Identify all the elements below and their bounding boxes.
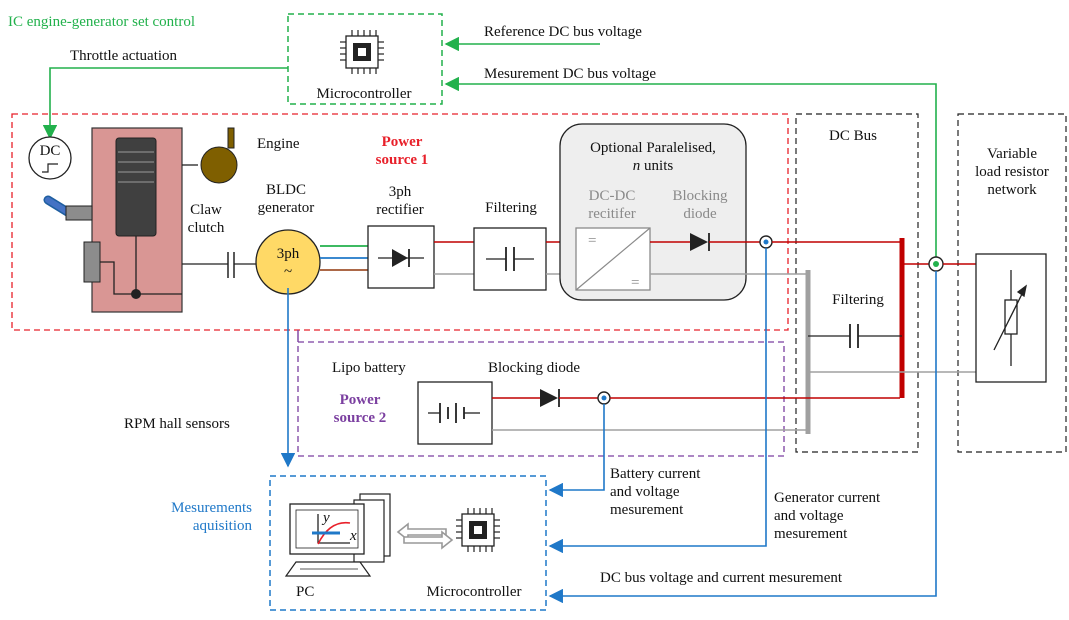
- ic-control-box: [287, 13, 443, 105]
- dcdc-eq-bottom: =: [631, 275, 639, 291]
- measurement-box: [269, 475, 547, 611]
- rpm-label: RPM hall sensors: [124, 416, 230, 432]
- optional-line2: n units: [633, 158, 674, 174]
- battery-meas-line2: and voltage: [610, 484, 680, 500]
- power-source-1-box: [11, 113, 789, 331]
- dcbus-meas-arrow: [548, 271, 937, 604]
- claw-line2: clutch: [188, 220, 225, 236]
- dc-bus-box: [795, 113, 919, 453]
- current-sensor-icon: [759, 235, 773, 249]
- pc-label: PC: [296, 584, 314, 600]
- blocking-line2: diode: [683, 206, 717, 222]
- dc-motor: [28, 136, 72, 180]
- power-source-1-line1: Power: [382, 134, 423, 150]
- power-source-2-box: [297, 341, 785, 457]
- optional-line1: Optional Paralelised,: [590, 140, 716, 156]
- battery-meas-arrow: [548, 404, 605, 498]
- engine-label: Engine: [257, 136, 300, 152]
- throttle-label: Throttle actuation: [70, 48, 178, 64]
- claw-clutch: [227, 252, 235, 278]
- measurement-dc-arrow: [444, 76, 937, 262]
- dc-bus-meas-label: DC bus voltage and current mesurement: [600, 570, 843, 586]
- axis-y-label: y: [321, 510, 330, 526]
- microcontroller-chip-icon: [340, 30, 384, 74]
- rectifier-line1: 3ph: [389, 184, 412, 200]
- blocking-diode-2-icon: [540, 389, 560, 407]
- cylinder: [115, 137, 157, 237]
- variable-resistor-icon: [993, 270, 1027, 366]
- variable-load-line3: network: [987, 182, 1037, 198]
- blocking-diode-2-label: Blocking diode: [488, 360, 580, 376]
- variable-load-line1: Variable: [987, 146, 1037, 162]
- dcdc-line1: DC-DC: [589, 188, 636, 204]
- power-source-1-line2: source 1: [376, 152, 429, 168]
- engine-cap: [200, 146, 238, 184]
- capacitor-icon: [486, 247, 534, 271]
- data-exchange-arrows: [396, 522, 454, 550]
- dcdc-eq-top: =: [588, 233, 596, 249]
- bldc-line2: generator: [258, 200, 315, 216]
- bldc-line1: BLDC: [266, 182, 306, 198]
- filtering-2-label: Filtering: [832, 292, 884, 308]
- diode-icon: [378, 249, 424, 267]
- claw-line1: Claw: [190, 202, 222, 218]
- gen-3ph-label: 3ph: [277, 246, 300, 262]
- gen-meas-line3: mesurement: [774, 526, 848, 542]
- battery-meas-line3: mesurement: [610, 502, 684, 518]
- optional-units: units: [640, 158, 673, 174]
- blocking-line1: Blocking: [673, 188, 728, 204]
- ic-control-label: IC engine-generator set control: [8, 14, 195, 30]
- gen-meas-arrow: [548, 248, 767, 554]
- gen-meas-line1: Generator current: [774, 490, 881, 506]
- reference-dc-label: Reference DC bus voltage: [484, 24, 642, 40]
- variable-load-line2: load resistor: [975, 164, 1049, 180]
- throttle-arrow: [42, 67, 288, 140]
- meas-acq-line1: Mesurements: [171, 500, 252, 516]
- dc-bus-label: DC Bus: [829, 128, 877, 144]
- filtering-1-label: Filtering: [485, 200, 537, 216]
- rectifier-line2: rectifier: [376, 202, 423, 218]
- microcontroller-bottom-label: Microcontroller: [427, 584, 522, 600]
- measurement-dc-label: Mesurement DC bus voltage: [484, 66, 656, 82]
- axis-x-label: x: [349, 528, 357, 544]
- power-source-2-line1: Power: [340, 392, 381, 408]
- gen-tilde-label: ~: [284, 264, 292, 280]
- optional-n: n: [633, 158, 641, 174]
- variable-load-box: [957, 113, 1067, 453]
- lipo-label: Lipo battery: [332, 360, 406, 376]
- battery-icon: [428, 403, 480, 423]
- battery-meas-line1: Battery current: [610, 466, 701, 482]
- microcontroller-chip-icon: [456, 508, 500, 552]
- microcontroller-top-label: Microcontroller: [317, 86, 412, 102]
- filtering-1-box: [473, 227, 547, 291]
- starter-block: [83, 241, 101, 283]
- bldc-generator: [255, 229, 321, 295]
- dc-motor-label: DC: [40, 143, 61, 159]
- dcdc-line2: recitifer: [588, 206, 635, 222]
- gen-meas-line2: and voltage: [774, 508, 844, 524]
- pc-icon: [284, 493, 391, 577]
- meas-acq-line2: aquisition: [193, 518, 253, 534]
- power-source-2-line2: source 2: [334, 410, 387, 426]
